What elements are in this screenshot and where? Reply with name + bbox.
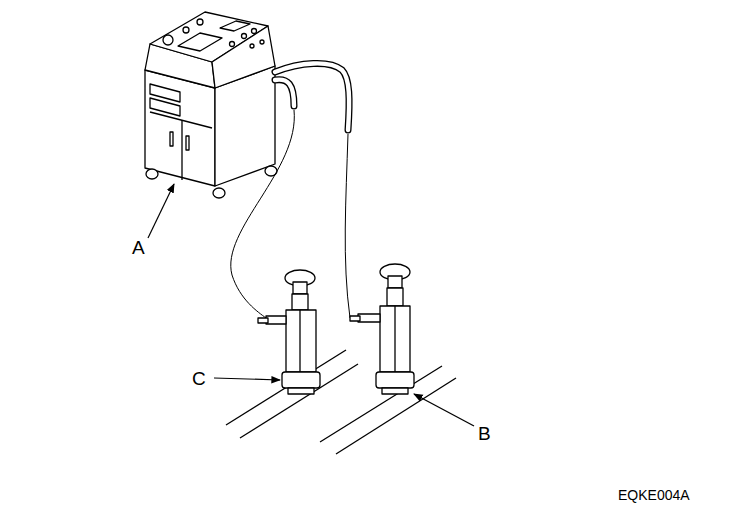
callout-letter: A <box>132 238 145 257</box>
figure-code: EQKE004A <box>618 488 690 502</box>
console-side <box>212 26 275 88</box>
leader-line <box>148 184 174 238</box>
callout-letter: C <box>192 369 206 388</box>
leader-line <box>214 378 280 380</box>
leader-line <box>414 394 474 426</box>
cabinet-front <box>145 70 215 186</box>
callout-letter: B <box>478 424 491 443</box>
